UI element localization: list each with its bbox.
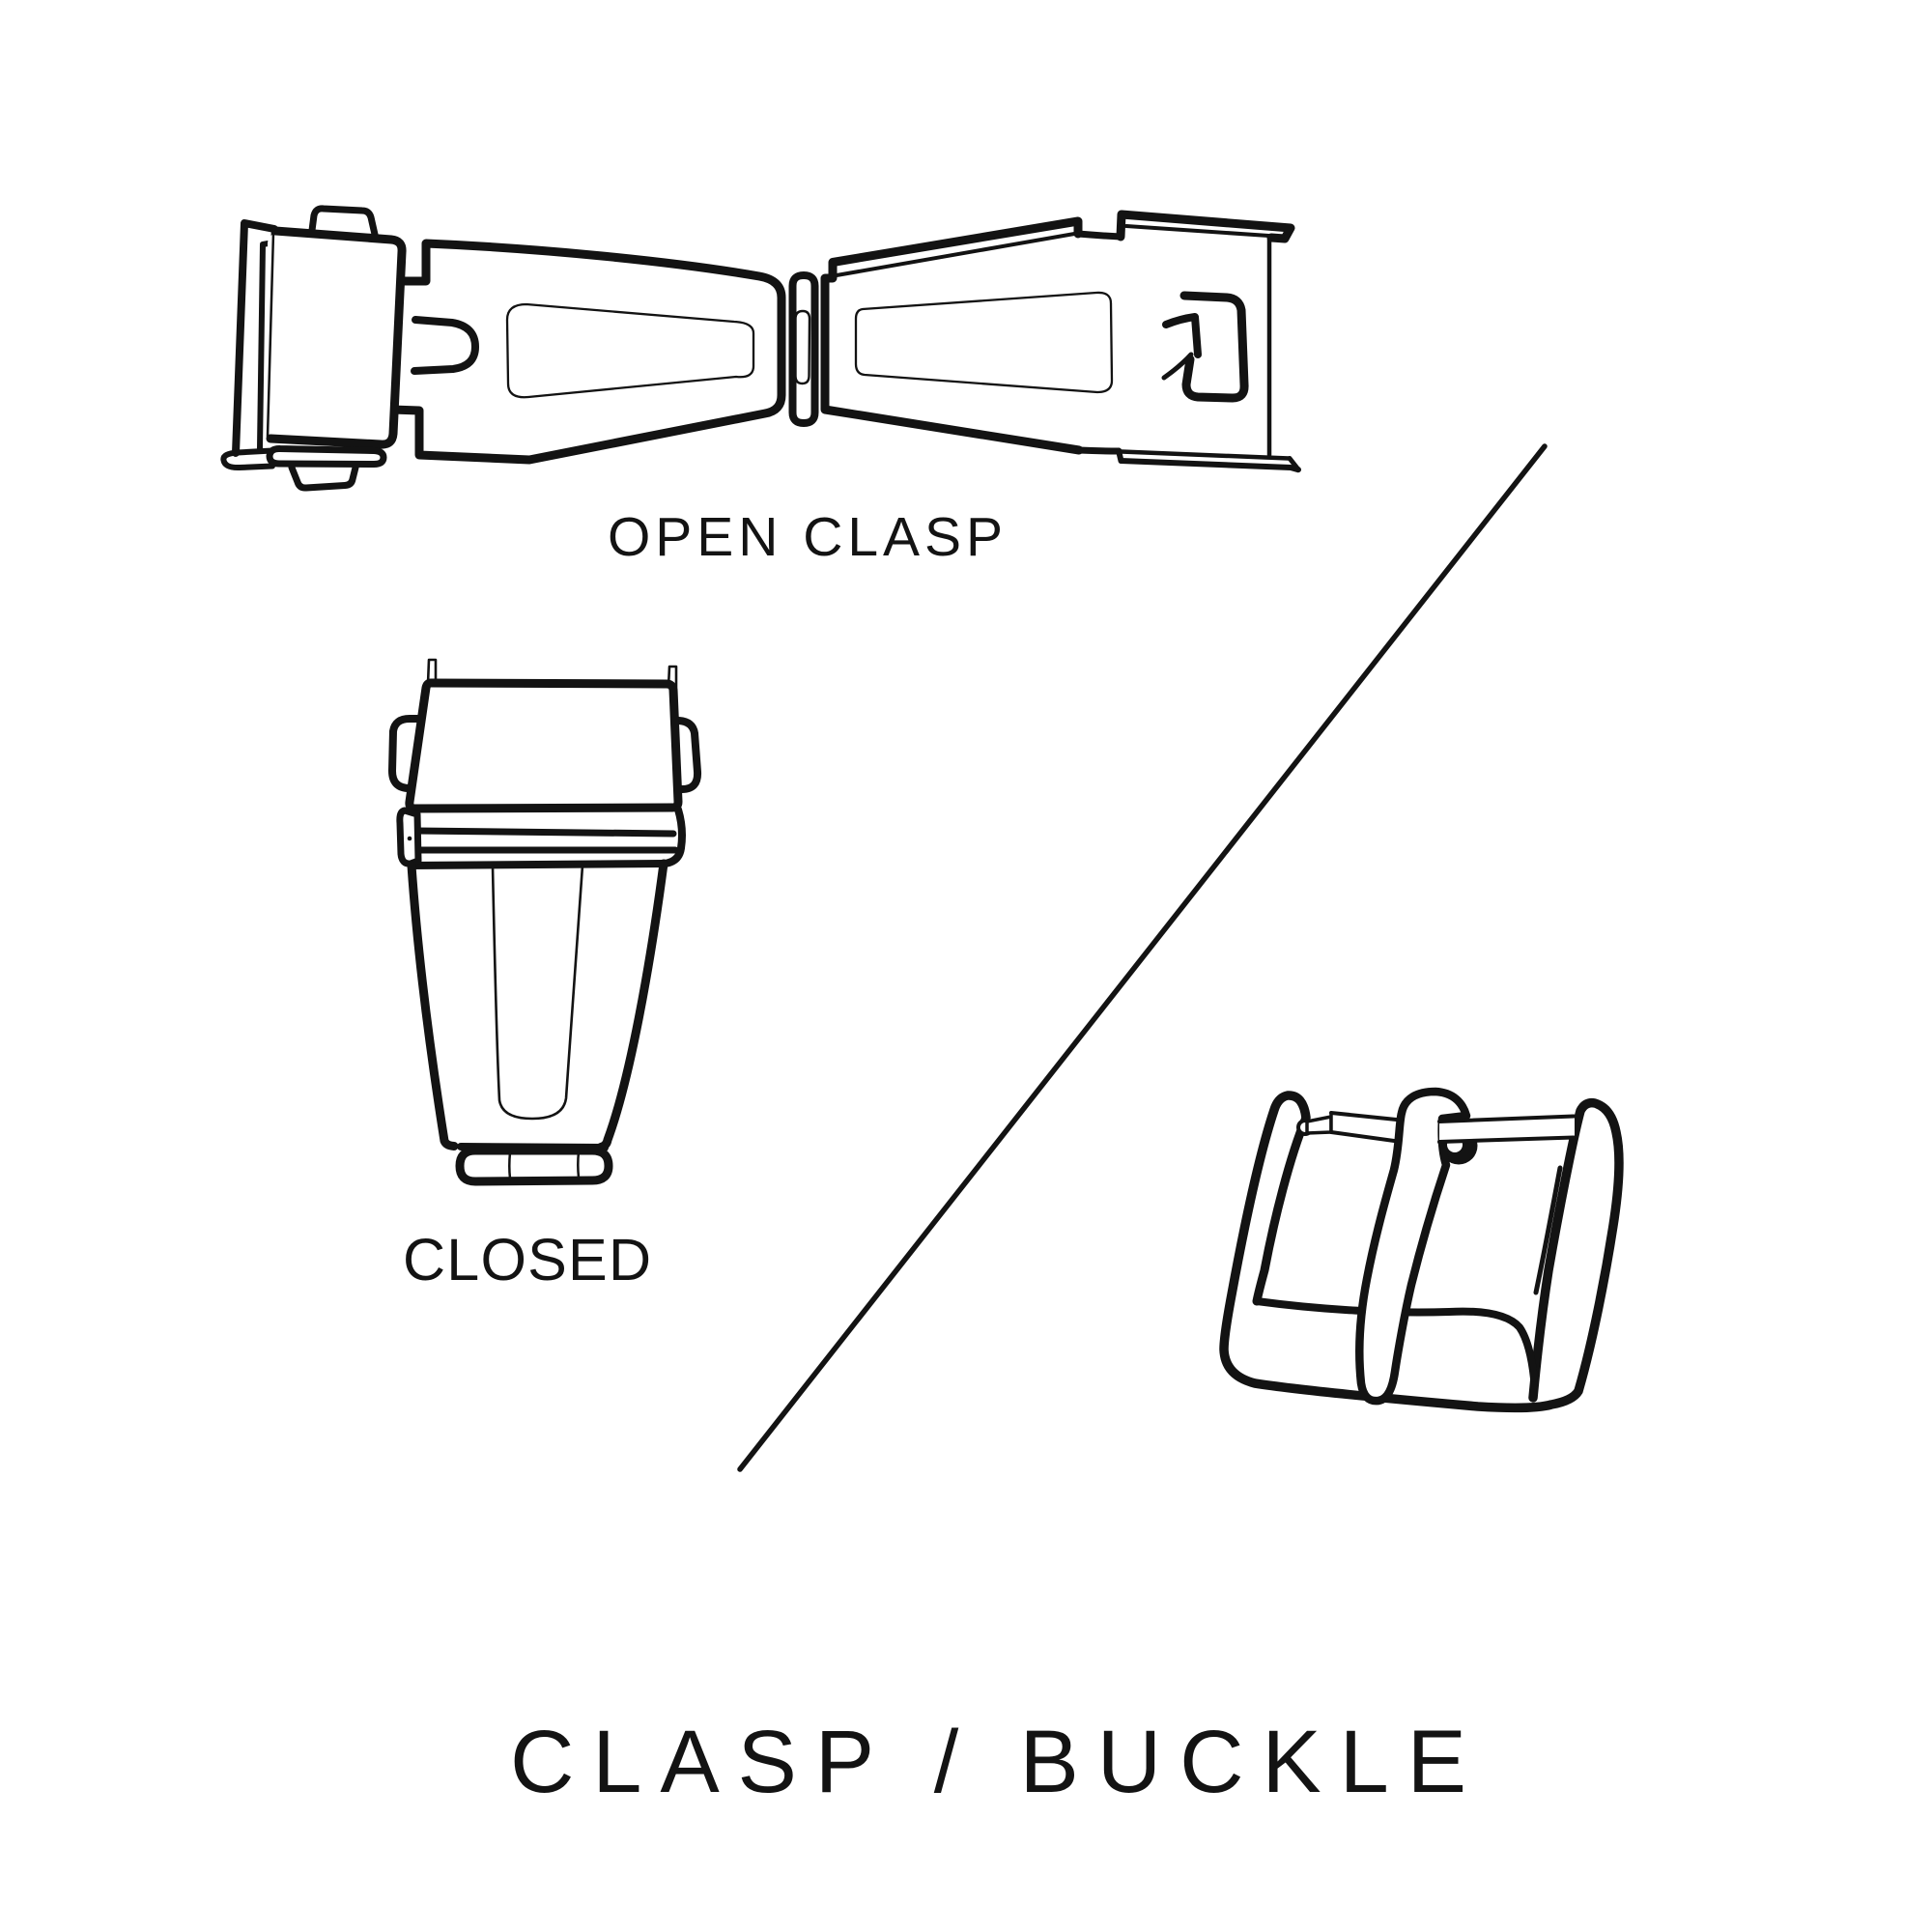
svg-text:OPEN CLASP: OPEN CLASP [608,506,1009,568]
svg-text:CLASP / BUCKLE: CLASP / BUCKLE [510,1713,1483,1811]
svg-text:CLOSED: CLOSED [403,1227,655,1293]
